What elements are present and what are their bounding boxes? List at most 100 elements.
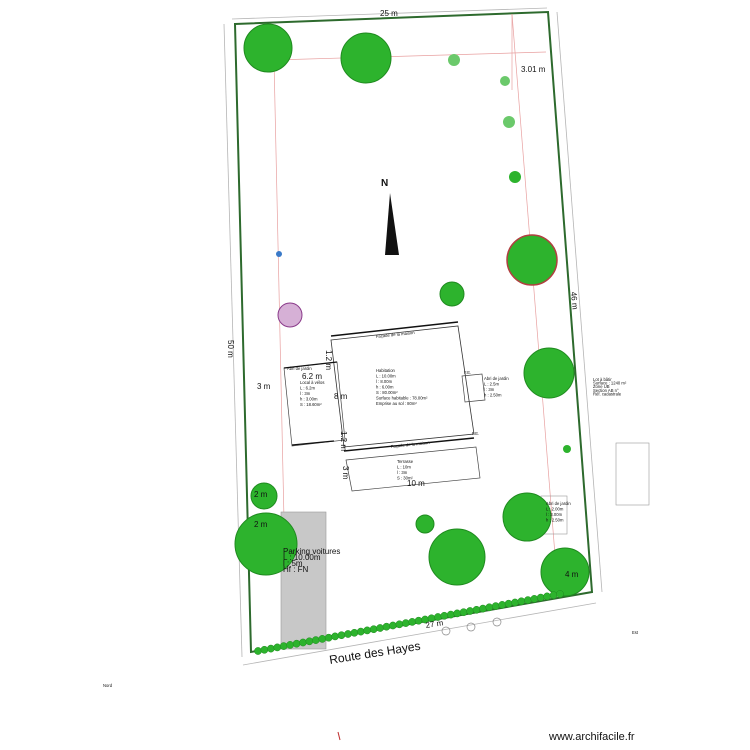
hedge-bush	[466, 607, 474, 615]
hedge-bush	[279, 642, 288, 650]
hedge-bush	[363, 626, 372, 635]
dim-top-right-setback: 3.01 m	[521, 65, 546, 74]
hedge-row	[254, 590, 564, 655]
info-line: l : 3.00m	[546, 512, 563, 517]
info-line: l : 5m	[283, 559, 303, 568]
north-label: N	[381, 178, 388, 189]
info-line: L : 10.00m	[376, 374, 396, 379]
hedge-bush	[543, 592, 551, 601]
hedge-bush	[292, 639, 301, 648]
hedge-bush	[344, 630, 352, 638]
info-line: S : 30m²	[397, 476, 413, 481]
hedge-bush	[511, 598, 519, 607]
info-line: Abri de jardin	[546, 501, 571, 506]
hedge-bush	[273, 643, 282, 652]
info-line: Emprise au sol : 80m²	[376, 401, 417, 406]
dim-house-depth: 8 m	[334, 392, 348, 401]
setback-lines	[273, 13, 556, 556]
hedge-bush	[472, 605, 481, 614]
dim-left-depth: 50 m	[226, 340, 235, 358]
hedge-bush	[376, 624, 384, 632]
info-line: L : 2.5m	[484, 382, 499, 387]
hedge-bush	[524, 596, 532, 604]
house-fe-left: F.E.	[464, 370, 471, 375]
hedge-bush	[389, 621, 397, 630]
info-line: Lot à bâtir	[593, 377, 612, 382]
tree	[250, 482, 278, 510]
hedge-bush	[446, 610, 455, 619]
info-line: L : 6.2m	[300, 386, 315, 391]
info-line: Section AB n°	[593, 388, 619, 393]
info-line: h : 2.50m	[484, 393, 502, 398]
hedge-bush	[408, 618, 417, 626]
dim-terrace-depth: 3 m	[341, 466, 350, 480]
info-line: L : 10.00m	[283, 553, 321, 562]
dim-tree-a: 2 m	[254, 490, 268, 499]
tree	[428, 528, 486, 586]
tree	[234, 512, 298, 576]
cut-mark	[337, 731, 341, 741]
hedge-bush	[556, 590, 564, 598]
info-line: S : 80.00m²	[376, 390, 398, 395]
dim-left-setback: 3 m	[257, 382, 271, 391]
hedge-bush	[324, 633, 333, 642]
left-annex-header: Abri de jardin	[287, 366, 312, 371]
tree	[540, 547, 590, 597]
right-annex	[461, 373, 486, 403]
tree	[243, 23, 293, 73]
hedge-bush	[260, 645, 269, 654]
hedge-bush	[305, 637, 314, 646]
hedge-bush	[498, 601, 507, 609]
hedge-bush	[254, 647, 262, 655]
hedge-bush	[530, 595, 539, 603]
left-annex-top-wall	[283, 361, 338, 369]
house-top-label: Façade de la maison	[376, 330, 416, 339]
terrace	[345, 446, 481, 492]
dim-house-width: 10 m	[407, 479, 425, 488]
hedge-bush	[491, 602, 500, 610]
info-line: Hf : FN	[283, 565, 309, 574]
tree-group	[234, 23, 590, 597]
info-line: Terrasse	[397, 459, 414, 464]
hedge-bush	[356, 627, 365, 636]
info-line: l : 8.00m	[376, 379, 393, 384]
hedge-bush	[395, 620, 404, 629]
info-line: Réf. cadastrale	[593, 391, 622, 396]
hedge-bush	[350, 628, 359, 637]
dim-top-width: 25 m	[380, 9, 398, 18]
info-line: Surface habitable : 78.00m²	[376, 396, 428, 401]
hedge-bush	[331, 632, 339, 641]
north-arrow	[385, 193, 399, 255]
hedge-bush	[337, 631, 346, 640]
house-top-wall	[330, 321, 459, 337]
info-line: Abri de jardin	[484, 376, 509, 381]
neighbour-building	[615, 442, 650, 506]
tree	[415, 514, 435, 534]
road-name: Route des Hayes	[328, 639, 421, 667]
hedge-bush	[267, 644, 275, 653]
info-line: Surface : 1240 m²	[593, 381, 627, 386]
hedge-bush	[299, 638, 307, 647]
info-line: l : 3m	[484, 387, 495, 392]
lamp-posts	[441, 617, 502, 636]
tree	[503, 116, 515, 128]
info-line: h : 6.00m	[376, 385, 394, 390]
info-line: l : 3m	[300, 391, 311, 396]
dimension-lines	[223, 7, 603, 666]
hedge-bush	[414, 616, 423, 625]
dim-gap-bottom: 1.2 m	[339, 431, 348, 451]
house-bottom-label: Façade de la maison	[391, 440, 431, 449]
info-line: Zone UB	[593, 384, 610, 389]
hedge-bush	[318, 635, 327, 643]
info-line: L : 10m	[397, 465, 411, 470]
tree	[340, 32, 392, 84]
hedge-bush	[453, 609, 462, 618]
hedge-bush	[459, 608, 468, 617]
